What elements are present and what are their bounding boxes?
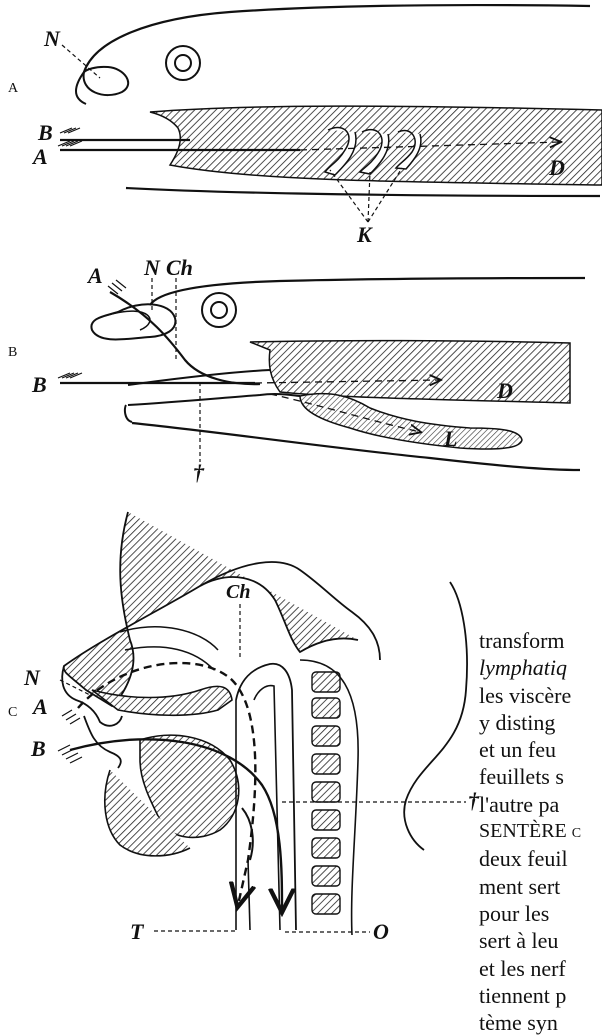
- text-line: feuillets s: [479, 763, 602, 790]
- label-b-ch: Ch: [166, 257, 193, 279]
- text-line: et un feu: [479, 736, 602, 763]
- panel-a-drawing: [58, 5, 602, 222]
- label-b-d: D: [497, 380, 513, 402]
- label-c-o: O: [373, 921, 389, 943]
- label-b-l: L: [444, 428, 457, 450]
- label-c-a: A: [33, 696, 48, 718]
- panel-c-drawing: [58, 512, 467, 935]
- text-line: SENTÈRE c: [479, 818, 602, 845]
- label-a-n: N: [44, 28, 60, 50]
- label-c-ch: Ch: [226, 582, 250, 602]
- text-line: pour les: [479, 900, 602, 927]
- text-line: lymphatiq: [479, 654, 602, 681]
- label-c-n: N: [24, 667, 40, 689]
- panel-label-a: A: [8, 82, 18, 96]
- text-line: sert à leu: [479, 927, 602, 954]
- label-b-b: B: [32, 374, 47, 396]
- panel-b-drawing: [58, 278, 585, 470]
- label-a-a: A: [33, 146, 48, 168]
- vertebrae: [312, 672, 340, 914]
- text-line: y disting: [479, 709, 602, 736]
- label-b-a: A: [88, 265, 103, 287]
- text-line: deux feuil: [479, 845, 602, 872]
- label-a-d: D: [549, 157, 565, 179]
- label-b-dagger: †: [193, 462, 204, 484]
- body-text: transform lymphatiq les viscère y distin…: [479, 627, 602, 1036]
- text-line: tème syn: [479, 1009, 602, 1036]
- text-line: les viscère: [479, 682, 602, 709]
- text-line: l'autre pa: [479, 791, 602, 818]
- text-line: tiennent p: [479, 982, 602, 1009]
- text-line: et les nerf: [479, 955, 602, 982]
- label-a-b: B: [38, 122, 53, 144]
- label-a-k: K: [357, 224, 372, 246]
- label-c-t: T: [130, 921, 143, 943]
- panel-label-b: B: [8, 346, 17, 360]
- text-line: transform: [479, 627, 602, 654]
- label-c-dagger: †: [468, 790, 479, 812]
- panel-label-c: C: [8, 706, 17, 720]
- label-b-n: N: [144, 257, 160, 279]
- label-c-b: B: [31, 738, 46, 760]
- text-line: ment sert: [479, 873, 602, 900]
